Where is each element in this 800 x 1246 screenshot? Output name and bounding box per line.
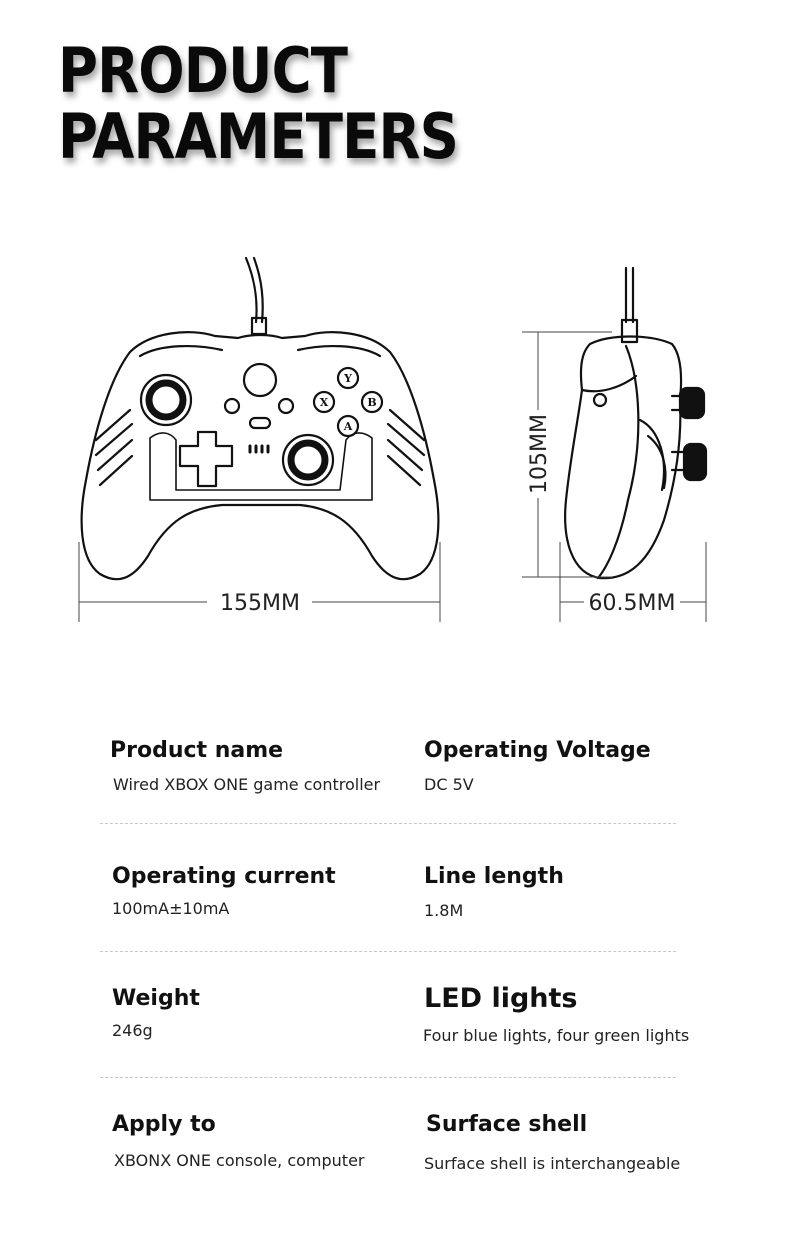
spec-label-led-lights: LED lights (424, 983, 578, 1014)
spec-label-product-name: Product name (110, 738, 284, 763)
height-dimension: 105MM (527, 414, 552, 494)
spec-value-led-lights: Four blue lights, four green lights (423, 1026, 690, 1045)
divider (100, 1077, 676, 1078)
divider (100, 951, 676, 952)
width-dimension: 155MM (220, 591, 300, 616)
depth-dimension: 60.5MM (589, 591, 676, 616)
b-button-label: B (367, 396, 376, 409)
menu-button (277, 397, 295, 415)
x-button-label: X (320, 396, 329, 409)
b-button (360, 390, 384, 414)
spec-label-weight: Weight (112, 986, 200, 1011)
spec-value-line-length: 1.8M (424, 901, 464, 920)
y-button-label: Y (343, 372, 352, 385)
spec-value-operating-voltage: DC 5V (424, 775, 474, 794)
guide-button (242, 362, 278, 398)
side-controller-outline (564, 266, 708, 580)
spec-label-surface-shell: Surface shell (426, 1112, 588, 1137)
controller-diagram: Y X B A 155MM 105MM 60.5MM (78, 256, 708, 622)
front-cable (244, 256, 268, 336)
spec-value-apply-to: XBONX ONE console, computer (114, 1151, 365, 1170)
dimension-lines (78, 331, 707, 622)
spec-label-operating-current: Operating current (112, 864, 336, 889)
spec-value-product-name: Wired XBOX ONE game controller (113, 775, 381, 794)
right-thumbstick (281, 433, 335, 487)
share-button (248, 416, 272, 430)
x-button (312, 390, 336, 414)
a-button (336, 414, 360, 438)
led-indicator (248, 444, 270, 454)
y-button (336, 366, 360, 390)
spec-label-apply-to: Apply to (112, 1112, 216, 1137)
spec-label-operating-voltage: Operating Voltage (424, 738, 651, 763)
spec-value-surface-shell: Surface shell is interchangeable (424, 1154, 681, 1173)
a-button-label: A (343, 420, 353, 433)
spec-value-weight: 246g (112, 1021, 153, 1040)
view-button (223, 397, 241, 415)
left-thumbstick (139, 373, 193, 427)
divider (100, 823, 676, 824)
front-controller-outline (80, 331, 440, 581)
spec-value-operating-current: 100mA±10mA (112, 899, 230, 918)
spec-label-line-length: Line length (424, 864, 564, 889)
dpad (178, 430, 234, 488)
page-title: PRODUCT PARAMETERS (58, 34, 459, 173)
title-line-1: PRODUCT (58, 34, 348, 107)
title-line-2: PARAMETERS (58, 100, 459, 173)
